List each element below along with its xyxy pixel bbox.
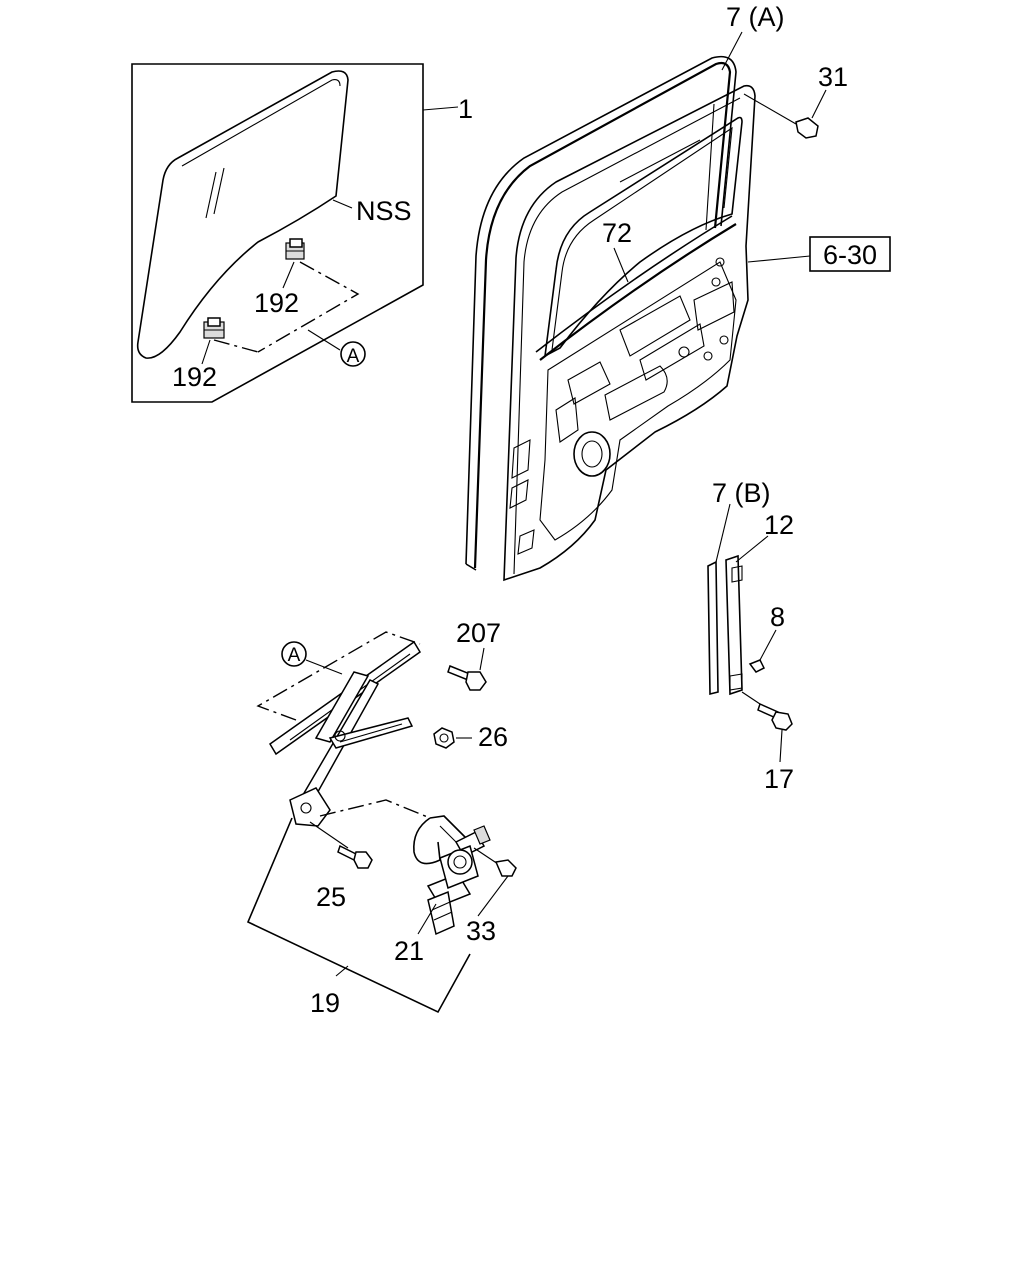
ref-a-circle-bottom [281,641,307,667]
label-7a: 7 (A) [726,2,785,32]
door-inner-structure [539,261,737,541]
glass-inset-group [131,63,459,403]
leader-a-bottom [305,659,343,675]
screw-8 [748,659,766,673]
label-12: 12 [764,510,794,540]
glass-reflection-1 [205,171,217,219]
leader-192-lower [201,339,211,365]
label-7b: 7 (B) [712,478,771,508]
ref-line-upper [257,261,360,353]
leader-72 [613,247,629,283]
leader-25 [309,821,349,849]
bolt-207 [447,665,487,691]
label-ref-a-top: A [347,346,360,367]
door-glass [136,70,349,359]
label-17: 17 [764,764,794,794]
leader-192-upper [282,261,295,289]
label-72: 72 [602,218,632,248]
label-33: 33 [466,916,496,946]
label-207: 207 [456,618,501,648]
speaker-opening [573,431,611,477]
glass-reflection-2 [213,167,225,215]
leader-8 [759,629,777,661]
screw-33 [473,847,517,877]
ref-box-6-30 [809,236,891,272]
label-19: 19 [310,988,340,1018]
leader-207 [479,647,485,671]
ref-a-circle-top [340,341,366,367]
belt-seal-72 [539,223,737,361]
bolt-25 [337,844,373,869]
glass-clip-lower [203,317,225,339]
label-6-30: 6-30 [823,240,877,270]
leader-a-top [307,329,341,351]
bracket-19 [246,817,471,1014]
ref-line-regulator [256,631,421,721]
regulator-base [289,787,331,827]
rear-channel-12 [725,554,743,696]
run-channel-group [707,503,793,763]
label-26: 26 [478,722,508,752]
leader-31 [811,89,827,119]
inset-frame [131,63,424,403]
label-1: 1 [458,94,473,124]
label-31: 31 [818,62,848,92]
leader-6-30 [747,255,811,263]
regulator-motor-21 [426,844,479,936]
bolt-17 [741,691,793,731]
door-group [465,31,891,582]
leader-nss [332,199,353,209]
motor-cable [413,817,441,865]
leader-7b [715,503,731,563]
ref-line-lower [213,339,259,353]
glass-inner-edge [181,79,341,167]
label-nss: NSS [356,196,412,226]
label-8: 8 [770,602,785,632]
label-ref-a-bottom: A [288,645,301,666]
label-25: 25 [316,882,346,912]
screw-31 [743,93,819,139]
glass-clip-upper [285,238,305,260]
leader-1 [422,106,459,111]
nut-26 [433,727,455,749]
window-frame [544,116,743,358]
leader-17 [779,729,783,763]
weatherstrip-b [707,560,719,696]
weatherstrip-a [473,61,732,569]
leader-12 [735,535,769,563]
leader-33 [477,875,509,917]
door-panel [503,84,756,582]
label-192-upper: 192 [254,288,299,318]
leader-19 [335,965,349,977]
regulator-group [246,631,517,1014]
lift-arm [314,671,370,743]
leader-21 [417,903,437,935]
label-21: 21 [394,936,424,966]
label-192-lower: 192 [172,362,217,392]
leader-7a [721,31,743,71]
